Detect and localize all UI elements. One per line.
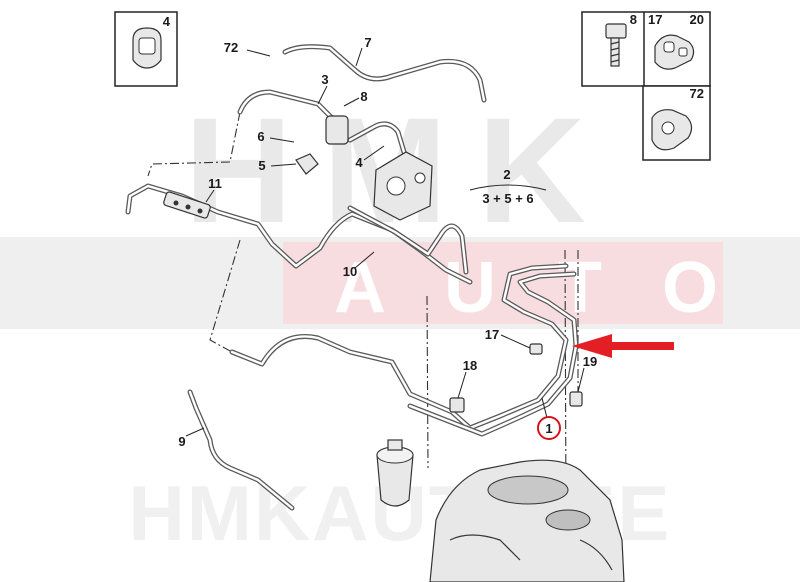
callout-6: 6: [257, 129, 264, 144]
callout-20-detail: 20: [690, 12, 704, 27]
callout-labels: 72 7 3 8 6 5 4 11 2 3 + 5 + 6 10 17 18 1…: [178, 35, 597, 449]
bolt-icon: [605, 23, 627, 67]
callout-11: 11: [208, 176, 222, 191]
highlight-circle: [537, 416, 561, 440]
callout-72-detail: 72: [690, 86, 704, 101]
watermark-letter-u: U: [444, 248, 496, 328]
fuel-filter: [376, 439, 414, 507]
callout-4: 4: [355, 155, 363, 170]
arrow-left-icon: [572, 334, 674, 358]
callout-7: 7: [364, 35, 371, 50]
watermark-letter-o: O: [662, 248, 718, 328]
watermark-letter-a: A: [334, 248, 386, 328]
callout-10: 10: [343, 264, 357, 279]
callout-72: 72: [224, 40, 238, 55]
callout-4-detail: 4: [163, 14, 171, 29]
callout-1: 1: [545, 421, 552, 436]
callout-9: 9: [178, 434, 185, 449]
pipe-network: [125, 44, 579, 511]
double-clip-icon: [654, 34, 695, 70]
clip-hole: [138, 37, 156, 55]
callout-2-sub: 3 + 5 + 6: [482, 191, 533, 206]
valve-18: [449, 397, 465, 413]
callout-8: 8: [360, 89, 367, 104]
callout-8-detail: 8: [630, 12, 637, 27]
connector-5: [295, 153, 319, 175]
pipe-clip-icon: [651, 109, 693, 151]
detail-box-clip-4: 4: [114, 11, 178, 87]
detail-box-parts: 8 17 20 72: [581, 11, 711, 161]
clip-19: [569, 391, 583, 407]
clip-17: [529, 343, 543, 355]
sensor-3: [325, 115, 349, 145]
callout-3: 3: [321, 72, 328, 87]
callout-19: 19: [583, 354, 597, 369]
callout-2: 2: [503, 167, 510, 182]
callout-17: 17: [485, 327, 499, 342]
callout-2-brace: [469, 184, 547, 191]
callout-18: 18: [463, 358, 477, 373]
rail-11: [163, 191, 211, 219]
watermark-red-box: [283, 242, 723, 324]
callout-17-detail: 17: [648, 12, 662, 27]
leader-lines: [185, 47, 585, 437]
fuel-tank: [429, 459, 625, 582]
callout-5: 5: [258, 158, 265, 173]
injection-pump: [373, 151, 433, 221]
